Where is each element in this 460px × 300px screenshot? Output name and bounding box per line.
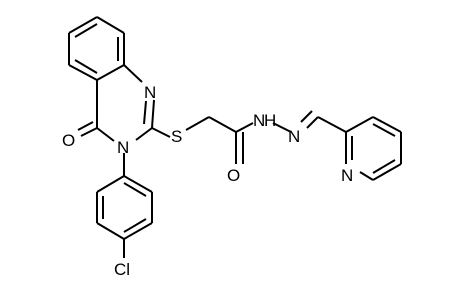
atom-label-o4: O [62,131,75,150]
bond [300,110,313,123]
bond [77,121,94,131]
bond [372,159,396,174]
bond [372,123,396,137]
bond [272,122,292,133]
atom-label-imine-n: N [288,127,300,146]
bond [123,175,153,193]
bond [68,16,98,34]
atom-label-s: S [171,127,182,146]
bond [345,116,374,133]
bond [235,122,254,133]
bond [80,127,98,137]
atom-label-nh-n: N [253,111,265,130]
bond [372,116,402,133]
bond [74,23,98,38]
atom-label-cl: Cl [114,260,130,279]
bond [123,222,153,240]
atom-label-n3: N [117,138,129,157]
atom-layer: N N O S O N H N N Cl [62,83,353,279]
bond [123,218,147,233]
atom-label-nh-h: H [264,111,276,130]
bond [135,127,153,141]
bond [306,116,319,129]
atom-label-n1: N [144,83,156,102]
bond [151,99,155,129]
atom-label-o-amide: O [227,166,240,185]
bond [74,59,98,74]
bond [151,127,171,138]
bond [123,64,143,83]
bond [96,127,115,142]
bond [96,222,125,240]
bond [317,116,347,133]
atom-label-pyridine-n: N [341,166,353,185]
bond [123,182,147,197]
bond [208,116,237,133]
bond-layer [68,16,402,258]
bond [96,175,125,193]
bond [359,171,374,181]
bond [96,16,125,34]
bond [372,163,402,181]
bond [185,116,210,131]
bond [68,64,98,81]
bond [96,64,125,81]
bond [143,100,147,125]
